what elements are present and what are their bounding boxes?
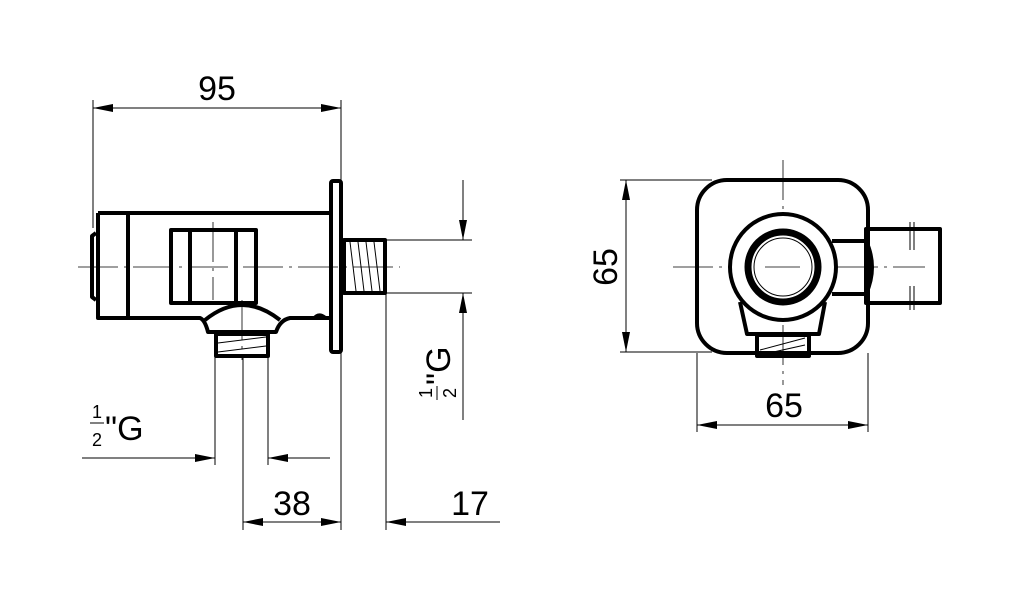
front-view: 65 65	[587, 160, 942, 432]
side-connector	[864, 227, 942, 305]
side-thread	[342, 238, 387, 295]
valve-body	[96, 211, 330, 334]
outlet-dome	[203, 303, 282, 322]
svg-text:1: 1	[416, 388, 436, 398]
dim-height: 65	[587, 248, 625, 286]
bottom-thread	[214, 332, 270, 358]
dim-thread-length: 17	[451, 485, 489, 523]
svg-text:2: 2	[440, 388, 460, 398]
dim-width: 65	[765, 387, 803, 425]
side-view: 95 38 17 1 2 "G 1 2 "G	[78, 70, 500, 530]
svg-text:2: 2	[92, 430, 102, 450]
end-cap	[90, 231, 98, 302]
bottom-thread-front	[755, 333, 811, 358]
bottom-thread-label: 1 2 "G	[90, 402, 144, 450]
svg-text:"G: "G	[105, 410, 144, 448]
svg-text:"G: "G	[420, 346, 458, 385]
side-thread-label: 1 2 "G	[416, 346, 460, 400]
handle	[169, 228, 258, 305]
dim-outlet-to-wall: 38	[273, 485, 311, 523]
dim-overall-length: 95	[198, 70, 236, 108]
svg-text:1: 1	[92, 402, 102, 422]
wall-flange	[329, 179, 343, 354]
